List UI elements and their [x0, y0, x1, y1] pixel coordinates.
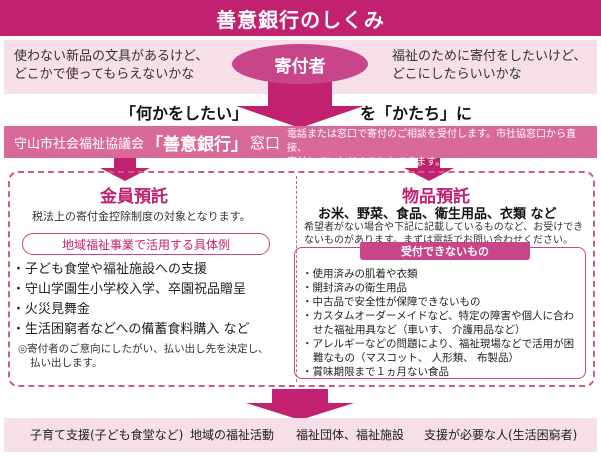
wish-left-line: 使わない新品の文具があるけど、 — [14, 49, 209, 64]
goods-title: 物品預託 — [402, 187, 470, 207]
membership-note: 税法上の寄付金控除制度の対象となります。 — [32, 210, 251, 223]
page-title: 善意銀行のしくみ — [0, 0, 601, 36]
desk-band — [4, 126, 597, 158]
recipient-arrow — [246, 389, 354, 420]
list-item: アレルギーなどの問題により、福祉現場などで活用が困難なもの（マスコット、 人形類… — [302, 337, 582, 365]
goods-arrow — [404, 158, 454, 181]
list-item: 開封済みの衛生用品 — [302, 281, 582, 295]
section-divider — [296, 176, 297, 382]
membership-list: 子ども食堂や福祉施設への支援 守山学園生小学校入学、卒園祝品贈呈 火災見舞金 生… — [12, 260, 294, 340]
wish-right: 福祉のために寄付をしたいけど、 どこにしたらいいかな — [392, 48, 586, 84]
deposit-box — [8, 171, 595, 387]
list-item: 生活困窮者などへの備蓄食料購入 など — [12, 320, 294, 340]
goods-note-line: ないものがあります。まずは電話でお問い合わせください。 — [304, 235, 573, 246]
phrase-left: 「何かをしたい」 — [120, 104, 249, 123]
membership-footnote: ◎寄付者のご意向にしたがい、払い出し先を決定し、 払い出します。 — [18, 342, 269, 370]
recipient-band — [4, 418, 597, 452]
cannot-accept-title: 受付できないもの — [360, 242, 530, 260]
desk-prefix: 守山市社会福祉協議会 — [14, 136, 145, 152]
desk-note-line: 電話または窓口で寄付のご相談を受付します。市社協窓口から直接、 — [287, 129, 576, 154]
membership-pill: 地域福祉事業で活用する具体例 — [22, 233, 270, 255]
phrase-right: を「かたち」に — [360, 104, 473, 123]
list-item: 火災見舞金 — [12, 300, 294, 320]
donor-arrow — [236, 80, 364, 128]
wish-right-line: どこにしたらいいかな — [392, 67, 522, 82]
wish-left-line: どこかで使ってもらえないかな — [14, 67, 195, 82]
membership-title: 金員預託 — [100, 187, 168, 207]
member-arrow — [100, 158, 150, 181]
cannot-accept-list: 使用済みの肌着や衣類 開封済みの衛生用品 中古品で安全性が保障できないもの カス… — [302, 267, 582, 379]
recipient-child-support: 子育て支援(子ども食堂など) — [30, 428, 184, 442]
wish-right-line: 福祉のために寄付をしたいけど、 — [392, 49, 587, 64]
list-item: 使用済みの肌着や衣類 — [302, 267, 582, 281]
goods-examples: お米、野菜、食品、衛生用品、衣類 など — [318, 207, 557, 222]
recipient-local-welfare: 地域の福祉活動 — [190, 428, 275, 442]
goods-note: 希望者がない場合や下記に記載しているものなど、お受けでき ないものがあります。ま… — [304, 221, 592, 247]
list-item: 賞味期限まで１ヵ月ない食品 — [302, 365, 582, 379]
goods-note-line: 希望者がない場合や下記に記載しているものなど、お受けでき — [304, 222, 584, 233]
recipient-welfare-groups: 福祉団体、福祉施設 — [296, 428, 405, 442]
desk-suffix: 窓口 — [250, 133, 281, 152]
desk-note-line: 寄付していただくこともできます。 — [287, 157, 446, 168]
desk-note: 電話または窓口で寄付のご相談を受付します。市社協窓口から直接、 寄付していただく… — [287, 128, 592, 170]
wish-left: 使わない新品の文具があるけど、 どこかで使ってもらえないかな — [14, 48, 208, 84]
recipient-needy-people: 支援が必要な人(生活困窮者) — [424, 428, 578, 442]
desk-label: 守山市社会福祉協議会 「善意銀行」 窓口 — [14, 130, 281, 155]
list-item: カスタムオーダーメイドなど、特定の障害や個人に合わせた福祉用具など（車いす、 介… — [302, 309, 582, 337]
list-item: 守山学園生小学校入学、卒園祝品贈呈 — [12, 280, 294, 300]
list-item: 中古品で安全性が保障できないもの — [302, 295, 582, 309]
footnote-line: ◎寄付者のご意向にしたがい、払い出し先を決定し、 — [18, 343, 269, 355]
donor-oval: 寄付者 — [232, 44, 368, 84]
footnote-line: 払い出します。 — [30, 357, 103, 369]
list-item: 子ども食堂や福祉施設への支援 — [12, 260, 294, 280]
desk-name: 「善意銀行」 — [146, 134, 249, 155]
